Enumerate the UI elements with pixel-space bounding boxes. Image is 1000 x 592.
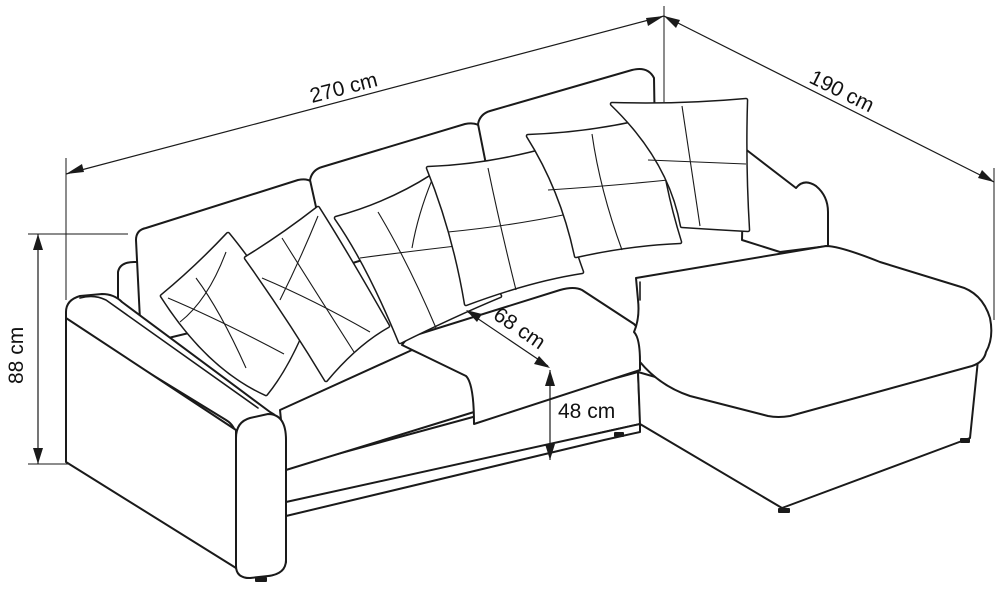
depth-label: 190 cm	[806, 66, 878, 117]
chaise-right-arm	[741, 147, 829, 253]
foot-chaise-right	[960, 438, 970, 443]
throw-pillow-4	[425, 145, 585, 307]
seat-depth-dimension-line	[467, 311, 549, 367]
throw-pillow-6	[609, 97, 751, 233]
depth-arrow-top	[664, 16, 680, 28]
throw-pillow-5	[525, 115, 683, 259]
dimension-lines	[28, 6, 995, 465]
left-armrest-front	[235, 413, 287, 579]
throw-pillow-2	[243, 205, 391, 383]
seat-depth-arrow-bottom	[534, 356, 550, 368]
corner-sofa-illustration	[65, 68, 993, 582]
throw-pillow-3	[333, 173, 503, 345]
height-label: 88 cm	[5, 327, 28, 384]
chaise-cushion	[633, 245, 993, 418]
depth-arrow-bottom	[978, 170, 994, 182]
width-dimension-line	[65, 15, 665, 175]
width-arrow-left	[66, 164, 84, 174]
seat-height-arrow-bottom	[545, 444, 555, 460]
width-label: 270 cm	[307, 68, 379, 108]
seat-depth-arrow-top	[466, 310, 482, 322]
height-arrow-bottom	[33, 448, 43, 464]
seat-height-arrow-top	[545, 370, 555, 386]
foot-chaise-front	[778, 508, 790, 513]
width-arrow-right	[646, 16, 664, 26]
foot-left	[255, 577, 267, 582]
height-arrow-top	[33, 234, 43, 250]
depth-dimension-line	[663, 15, 995, 183]
left-armrest-side	[65, 317, 237, 569]
foot-center	[614, 432, 624, 437]
seat-height-label: 48 cm	[558, 400, 615, 423]
armrest-top-line	[79, 295, 259, 409]
throw-pillow-1	[159, 231, 303, 397]
